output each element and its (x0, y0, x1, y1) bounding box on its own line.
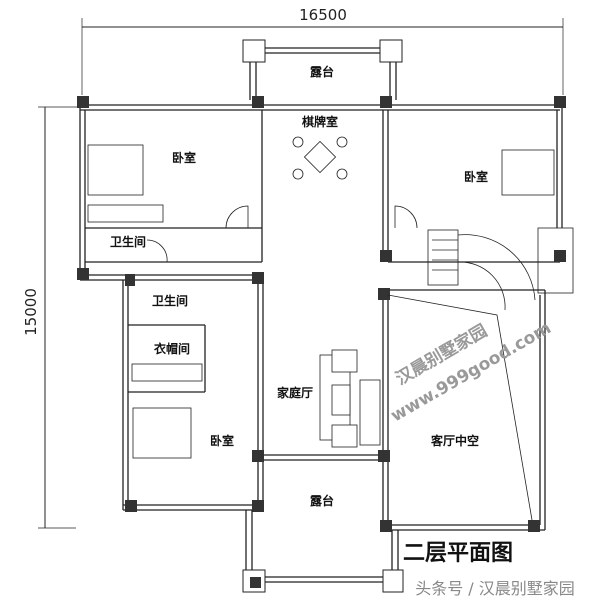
bathroom-upper-label: 卫生间 (110, 234, 146, 249)
columns (77, 96, 566, 532)
height-dimension (38, 106, 80, 529)
staircase (387, 227, 574, 521)
bedroom-right-label: 卧室 (464, 169, 488, 184)
bedroom-left-label: 卧室 (172, 150, 196, 165)
width-dimension-label: 16500 (299, 6, 347, 24)
top-terrace (242, 39, 403, 100)
doors (146, 205, 418, 263)
width-dimension (81, 18, 564, 95)
wardrobe-icons (87, 204, 203, 382)
height-dimension-label: 15000 (22, 288, 40, 336)
top-terrace-label: 露台 (310, 64, 334, 79)
bathroom-lower-label: 卫生间 (152, 293, 188, 308)
bottom-terrace-label: 露台 (310, 493, 334, 508)
bottom-terrace (242, 510, 404, 593)
living-void-label: 客厅中空 (430, 433, 479, 448)
cloakroom-label: 衣帽间 (154, 341, 190, 356)
chess-room-label: 棋牌室 (302, 114, 338, 129)
watermarks: 汉晨别墅家园 www.999good.com (388, 318, 555, 426)
walls (79, 104, 565, 531)
chess-table-icon (292, 136, 348, 180)
plan-title: 二层平面图 (403, 541, 513, 566)
bedroom-lower-label: 卧室 (210, 433, 234, 448)
family-hall-label: 家庭厅 (277, 385, 313, 400)
sofa-set-icon (319, 349, 381, 448)
bed-icons (87, 144, 555, 459)
credit-watermark: 头条号 / 汉晨别墅家园 (415, 579, 575, 598)
